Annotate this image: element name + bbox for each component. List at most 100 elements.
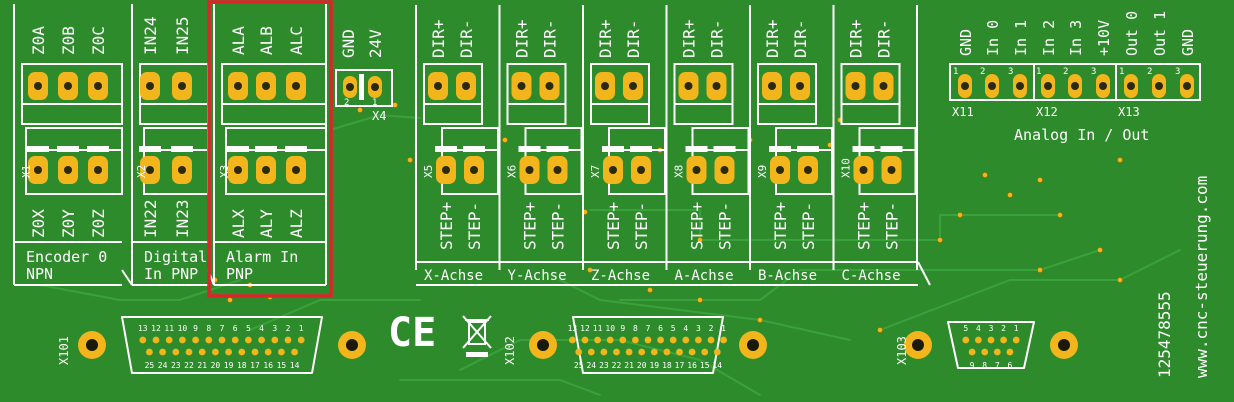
weee-cross: [462, 315, 492, 349]
dsub-pin-num: 1: [299, 324, 304, 333]
group-0-top-pad-hole: [94, 82, 102, 90]
pin-bar: [463, 146, 485, 152]
group-0-bottom-pin-label: Z0Y: [59, 209, 78, 238]
pcb-trace: [329, 114, 421, 131]
dsub-pin-num: 4: [683, 324, 688, 333]
dsub-pin-num: 16: [263, 361, 273, 370]
pin-bar: [255, 146, 277, 152]
axis-2-label: Z-Achse: [591, 268, 650, 284]
pin-bar: [797, 146, 819, 152]
x4-pad-num: 1: [372, 98, 377, 108]
dsub-pin: [192, 336, 200, 344]
dsub-pin-num: 11: [164, 324, 174, 333]
dsub-pin: [146, 348, 153, 356]
pin-bar: [518, 146, 541, 152]
axis-0-bottom-pin-label: STEP+: [437, 202, 456, 250]
dsub-pin-num: 14: [712, 361, 722, 370]
axis-0-top-terminal: [423, 63, 483, 125]
axis-1-bottom-pin-label: STEP+: [521, 202, 540, 250]
weee-bin-body: [468, 321, 486, 345]
x4-ref-designator: X4: [372, 109, 386, 123]
group-separator: [121, 269, 133, 286]
analog-ref-designator: X11: [952, 105, 974, 119]
analog-pin-label: +10V: [1095, 20, 1113, 56]
dsub-mount-hole-center: [86, 339, 98, 351]
group-2-top-pad-hole: [262, 82, 270, 90]
group-2-top-terminal: [221, 63, 327, 125]
axis-2-bottom-pad-hole: [637, 166, 645, 174]
axis-5-top-terminal: [840, 63, 901, 125]
via: [1117, 157, 1123, 163]
dsub-pin-num: 25: [145, 361, 155, 370]
ce-mark: CE: [388, 310, 436, 356]
x4-terminal: [335, 69, 393, 107]
via: [1007, 192, 1013, 198]
axis-5-bottom-pin-label: STEP+: [855, 202, 874, 250]
axis-corner: [917, 261, 931, 286]
dsub-pin: [271, 336, 279, 344]
analog-pad-hole: [1099, 82, 1107, 90]
dsub-ref-designator: X101: [57, 336, 71, 365]
axis-0-label: X-Achse: [424, 268, 483, 284]
dsub-pin-num: 22: [184, 361, 194, 370]
group-1-ref-designator: X2: [135, 165, 148, 178]
dsub-pin-num: 7: [646, 324, 651, 333]
dsub-pin-num: 17: [250, 361, 260, 370]
dsub-pin: [587, 348, 595, 356]
x4-pad-1-hole: [346, 83, 354, 91]
group-2-label-line1: Alarm In: [226, 248, 298, 266]
pcb-trace: [249, 299, 421, 331]
dsub-pin: [707, 336, 715, 344]
axis-3-top-pad-hole: [712, 82, 721, 90]
axis-1-ref-designator: X6: [506, 165, 519, 178]
axis-4-top-terminal: [757, 63, 817, 125]
dsub-pin-num: 12: [151, 324, 161, 333]
axis-0-bottom-pad-hole: [442, 166, 450, 174]
dsub-pin-num: 7: [995, 361, 1000, 370]
pcb-trace: [879, 249, 1181, 331]
pcb-trace: [619, 249, 1101, 301]
via: [1117, 277, 1123, 283]
dsub-pin: [644, 336, 652, 344]
pin-bar: [435, 146, 457, 152]
dsub-pin: [713, 348, 721, 356]
dsub-pin: [218, 336, 226, 344]
x4-pin-label: 24V: [366, 29, 385, 58]
group-0-label-line2: NPN: [26, 265, 53, 283]
group-1-top-pad-hole: [178, 82, 186, 90]
axis-5-bottom-pin-label: STEP-: [883, 202, 902, 250]
analog-pin-label: In 1: [1012, 20, 1030, 56]
pin-bar: [546, 146, 569, 152]
dsub-shell: [947, 321, 1035, 369]
dsub-mount-hole-center: [747, 339, 759, 351]
pin-bar: [630, 146, 652, 152]
dsub-pin: [625, 348, 633, 356]
dsub-pin: [575, 348, 583, 356]
via: [757, 317, 763, 323]
dsub-pin: [165, 336, 173, 344]
dsub-pin: [278, 348, 285, 356]
dsub-pin: [695, 336, 702, 344]
dsub-pin: [606, 336, 614, 344]
group-2-top-pad-hole: [292, 82, 300, 90]
dsub-pin: [682, 336, 690, 344]
analog-pad-num: 2: [980, 67, 985, 77]
group-1-top-pad-hole: [146, 82, 154, 90]
analog-pad-num: 1: [953, 67, 958, 77]
pcb-trace: [399, 379, 601, 396]
group-0-top-pad-hole: [34, 82, 42, 90]
group-0-top-pad-hole: [64, 82, 72, 90]
dsub-pin-num: 10: [178, 324, 188, 333]
dsub-pin-num: 11: [593, 324, 603, 333]
dsub-pin: [632, 336, 639, 344]
pin-bar: [685, 146, 708, 152]
dsub-pin: [172, 348, 180, 356]
pin-bar: [227, 146, 249, 152]
group-1-top-pin-label: IN24: [141, 16, 160, 55]
group-0-label-line1: Encoder 0: [26, 248, 107, 266]
via: [697, 237, 703, 243]
dsub-pin-num: 5: [963, 324, 968, 333]
axis-4-bottom-pad-hole: [804, 166, 812, 174]
analog-pad-hole: [1127, 82, 1135, 90]
axis-0-top-pad-hole: [434, 82, 442, 90]
